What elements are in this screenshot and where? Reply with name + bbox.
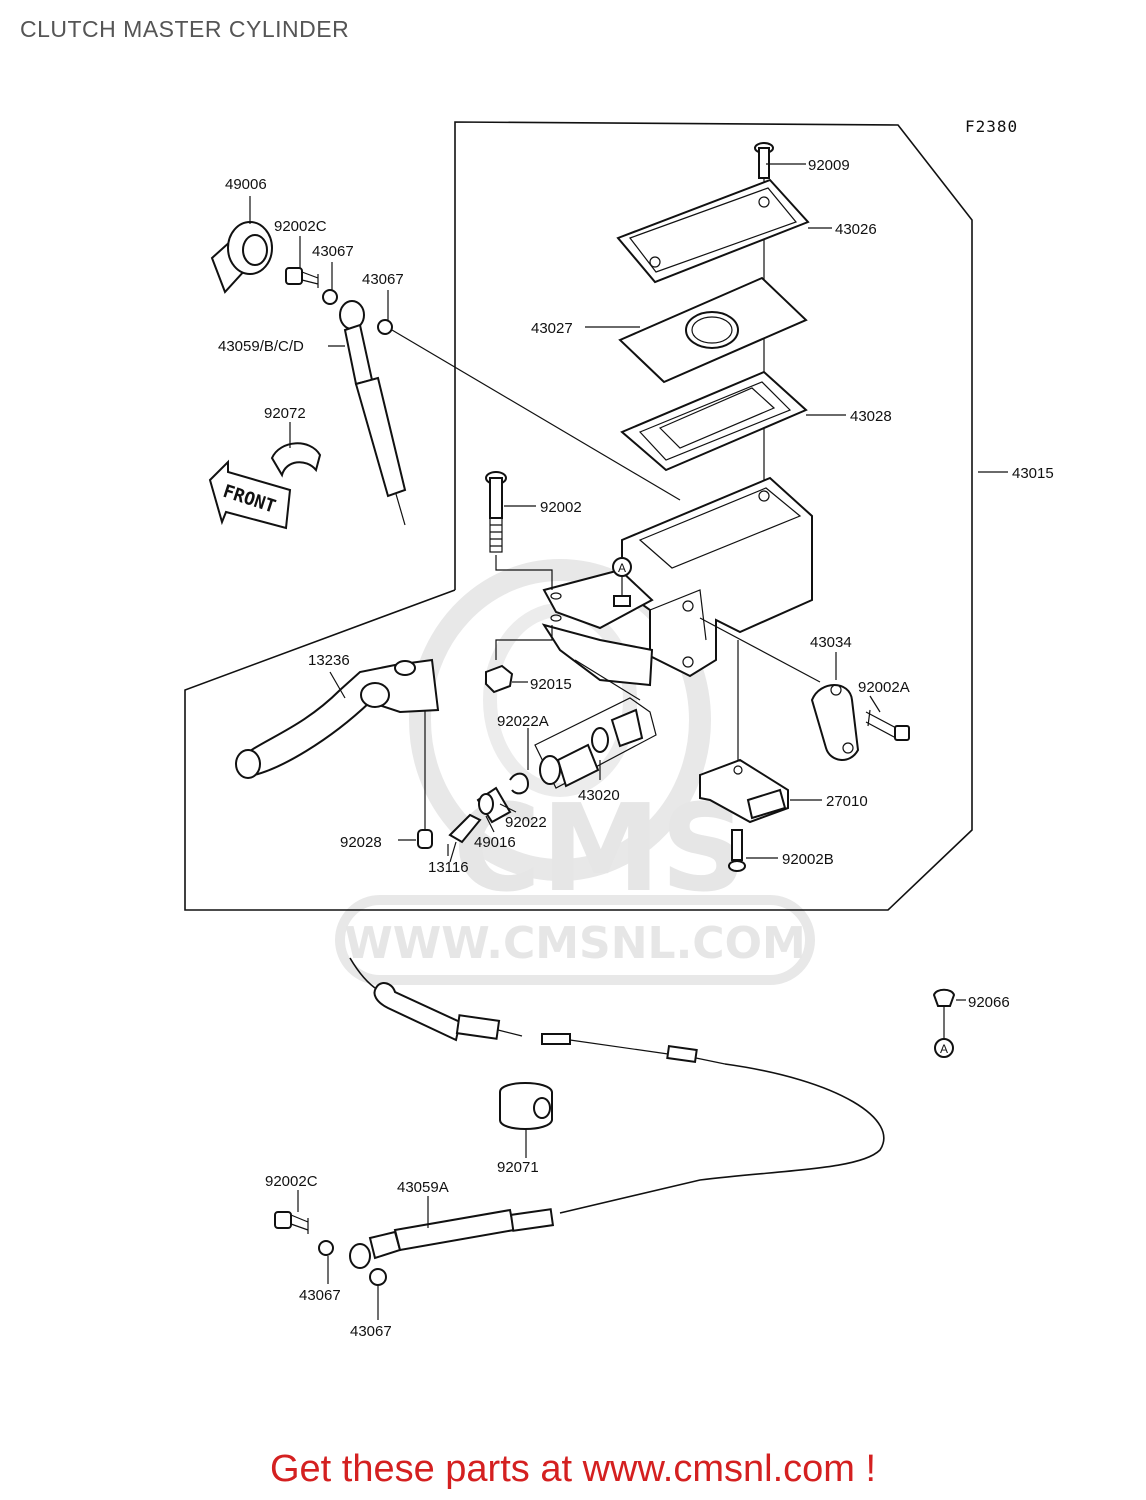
bolt-92002a xyxy=(865,709,910,741)
washer-43067-c xyxy=(318,1240,334,1256)
diaphragm-43028 xyxy=(620,370,808,472)
pivot-92028 xyxy=(417,829,433,849)
label-27010: 27010 xyxy=(826,793,868,810)
label-43020: 43020 xyxy=(578,787,620,804)
washer-43067-a xyxy=(322,289,338,305)
reservoir-cap-43026 xyxy=(616,178,810,284)
label-92028: 92028 xyxy=(340,834,382,851)
label-49016: 49016 xyxy=(474,834,516,851)
leader-lines xyxy=(249,163,1008,1320)
label-92072: 92072 xyxy=(264,405,306,422)
clamp-92072 xyxy=(270,442,322,478)
label-92066: 92066 xyxy=(968,994,1010,1011)
label-43026: 43026 xyxy=(835,221,877,238)
label-43067-c: 43067 xyxy=(299,1287,341,1304)
footer-link-text[interactable]: Get these parts at www.cmsnl.com ! xyxy=(269,1448,877,1490)
front-direction-arrow: FRONT xyxy=(208,459,292,530)
label-13236: 13236 xyxy=(308,652,350,669)
banjo-bolt-92002c-top xyxy=(285,267,319,288)
washer-43067-d xyxy=(369,1268,387,1286)
cable-assembly xyxy=(349,957,885,1214)
figure-code: F2380 xyxy=(965,117,1018,136)
label-43067-a: 43067 xyxy=(312,243,354,260)
label-92071: 92071 xyxy=(497,1159,539,1176)
marker-a-lower-text: A xyxy=(940,1042,948,1056)
page-title: CLUTCH MASTER CYLINDER xyxy=(20,16,350,42)
label-92002b: 92002B xyxy=(782,851,834,868)
clutch-lever-13236 xyxy=(235,658,440,779)
holder-43034 xyxy=(810,684,860,761)
hose-43059a xyxy=(349,1208,555,1269)
cap-92066 xyxy=(932,988,956,1038)
label-49006: 49006 xyxy=(225,176,267,193)
banjo-bolt-92002c-bottom xyxy=(274,1211,309,1234)
assembly-boundary xyxy=(184,121,973,911)
push-rod-13116 xyxy=(448,813,482,863)
label-43067-d: 43067 xyxy=(350,1323,392,1340)
clutch-hose-43059 xyxy=(339,300,407,526)
label-92022a: 92022A xyxy=(497,713,549,730)
label-43059a: 43059A xyxy=(397,1179,449,1196)
label-92002c-bottom: 92002C xyxy=(265,1173,318,1190)
circlip-92022 xyxy=(509,772,530,795)
label-92022: 92022 xyxy=(505,814,547,831)
marker-a-upper: A xyxy=(612,557,632,607)
label-13116: 13116 xyxy=(428,859,469,876)
label-92015: 92015 xyxy=(530,676,572,693)
watermark-url: WWW.CMSNL.COM xyxy=(344,918,806,969)
label-43027: 43027 xyxy=(531,320,573,337)
leader-washer-body xyxy=(391,329,681,501)
callout-labels: 49006 92002C 43067 43067 43059/B/C/D 920… xyxy=(218,157,1054,1340)
label-43067-b: 43067 xyxy=(362,271,404,288)
bolt-92002 xyxy=(485,471,507,553)
label-92002c-top: 92002C xyxy=(274,218,327,235)
hose-cap-49006 xyxy=(210,221,273,294)
marker-a-upper-text: A xyxy=(618,561,626,575)
label-43028: 43028 xyxy=(850,408,892,425)
label-43059-bcd: 43059/B/C/D xyxy=(218,338,304,355)
piston-assy-43020 xyxy=(534,697,657,789)
plate-43027 xyxy=(618,276,808,384)
screw-92002b xyxy=(728,829,746,872)
washer-43067-b xyxy=(377,319,393,335)
label-43015: 43015 xyxy=(1012,465,1054,482)
master-cylinder-body xyxy=(541,476,813,701)
sleeve-92071 xyxy=(499,1082,553,1130)
screw-92009 xyxy=(754,142,774,179)
marker-a-lower: A xyxy=(934,1038,954,1058)
label-92002a: 92002A xyxy=(858,679,910,696)
label-92002: 92002 xyxy=(540,499,582,516)
label-92009: 92009 xyxy=(808,157,850,174)
boot-49016 xyxy=(476,786,512,824)
label-43034: 43034 xyxy=(810,634,852,651)
nut-92015 xyxy=(485,664,514,694)
switch-27010 xyxy=(699,758,789,824)
